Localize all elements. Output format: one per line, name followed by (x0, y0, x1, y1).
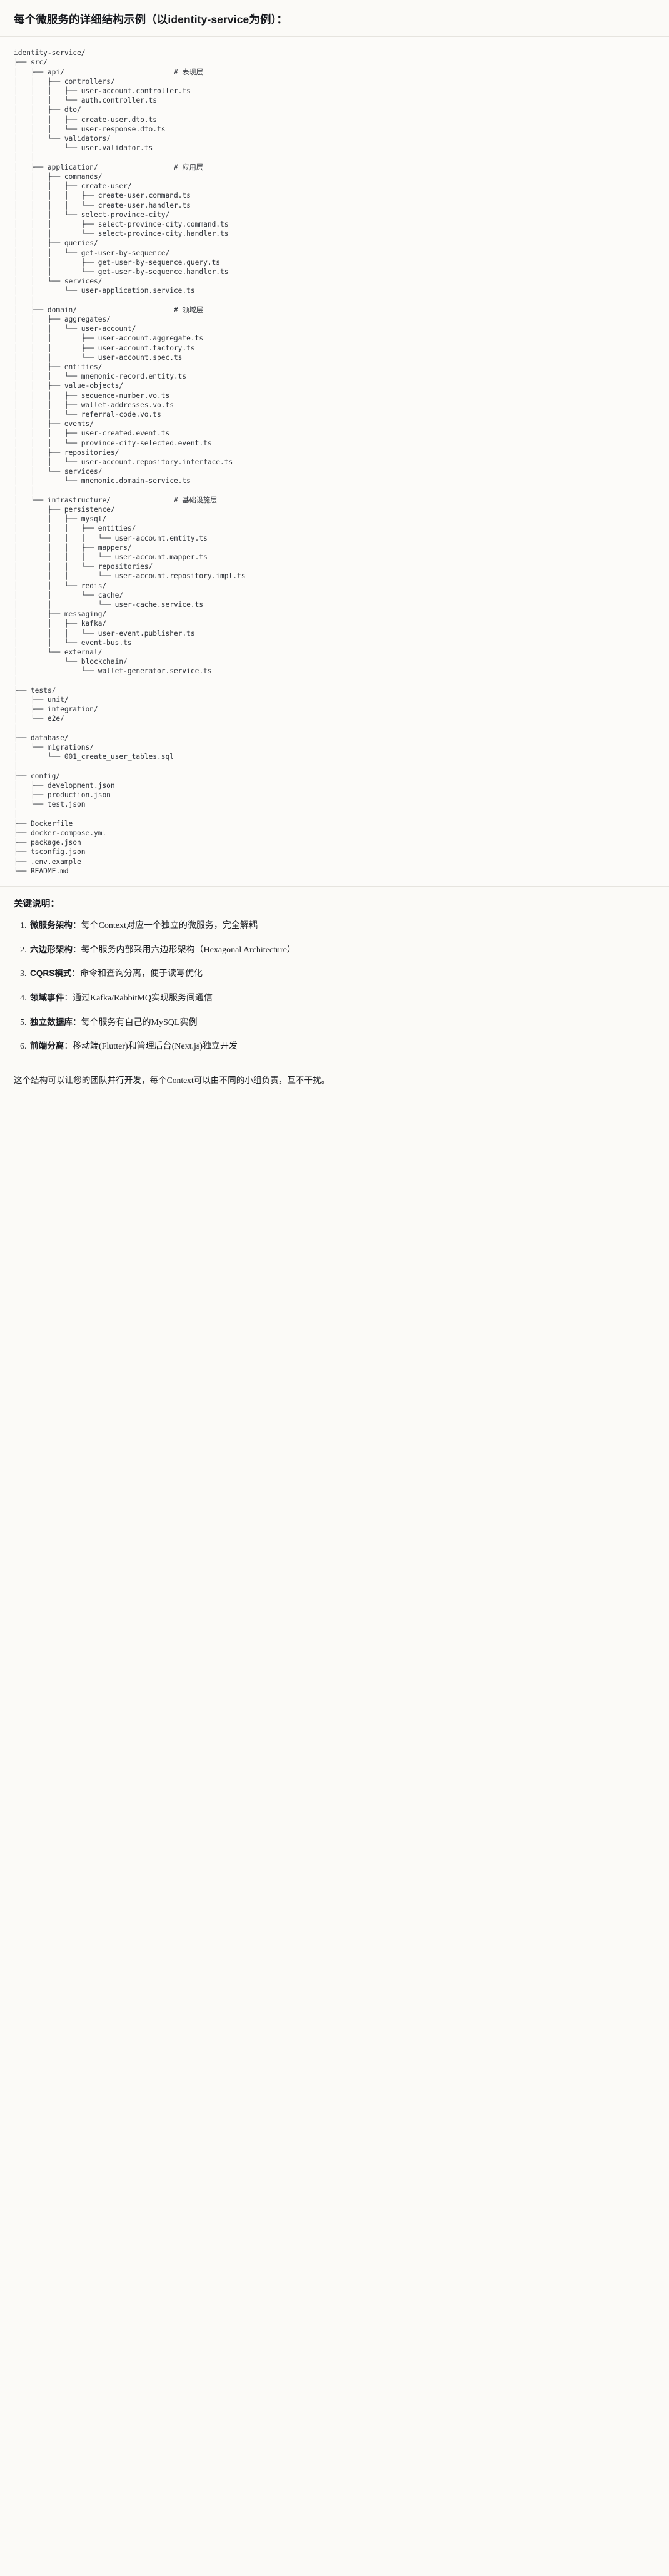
page-title: 每个微服务的详细结构示例（以identity-service为例）： (14, 13, 288, 26)
note-description: 每个服务内部采用六边形架构（Hexagonal Architecture） (81, 945, 296, 955)
list-item: 前端分离：移动端(Flutter)和管理后台(Next.js)独立开发 (29, 1039, 655, 1054)
document-page: 每个微服务的详细结构示例（以identity-service为例）： ident… (0, 0, 669, 1101)
list-item: CQRS模式：命令和查询分离，便于读写优化 (29, 967, 655, 981)
note-term: 微服务架构 (30, 920, 73, 930)
note-separator: ： (64, 992, 73, 1002)
note-separator: ： (72, 944, 81, 954)
directory-tree: identity-service/ ├── src/ │ ├── api/ # … (14, 49, 246, 875)
key-notes-section: 关键说明： 微服务架构：每个Context对应一个独立的微服务，完全解耦 六边形… (0, 887, 669, 1069)
directory-tree-block: identity-service/ ├── src/ │ ├── api/ # … (0, 37, 669, 886)
note-description: 每个服务有自己的MySQL实例 (81, 1017, 198, 1027)
note-separator: ： (64, 1041, 73, 1051)
note-separator: ： (72, 920, 81, 930)
note-separator: ： (71, 969, 81, 979)
closing-paragraph: 这个结构可以让您的团队并行开发，每个Context可以由不同的小组负责，互不干扰… (14, 1076, 330, 1086)
note-term: 前端分离 (30, 1041, 64, 1051)
list-item: 六边形架构：每个服务内部采用六边形架构（Hexagonal Architectu… (29, 943, 655, 957)
list-item: 领域事件：通过Kafka/RabbitMQ实现服务间通信 (29, 991, 655, 1005)
note-term: 六边形架构 (30, 944, 73, 954)
tree-divider (0, 885, 669, 887)
note-term: CQRS模式 (30, 969, 72, 979)
note-description: 命令和查询分离，便于读写优化 (80, 969, 203, 979)
note-description: 移动端(Flutter)和管理后台(Next.js)独立开发 (72, 1042, 238, 1052)
title-divider (0, 36, 669, 38)
note-separator: ： (72, 1017, 81, 1027)
note-term: 领域事件 (30, 992, 64, 1002)
note-description: 每个Context对应一个独立的微服务，完全解耦 (81, 920, 258, 930)
note-description: 通过Kafka/RabbitMQ实现服务间通信 (72, 993, 213, 1003)
key-notes-heading: 关键说明： (14, 899, 59, 909)
list-item: 微服务架构：每个Context对应一个独立的微服务，完全解耦 (29, 919, 655, 933)
note-term: 独立数据库 (30, 1017, 73, 1027)
list-item: 独立数据库：每个服务有自己的MySQL实例 (29, 1016, 655, 1030)
key-notes-list: 微服务架构：每个Context对应一个独立的微服务，完全解耦 六边形架构：每个服… (14, 919, 655, 1054)
